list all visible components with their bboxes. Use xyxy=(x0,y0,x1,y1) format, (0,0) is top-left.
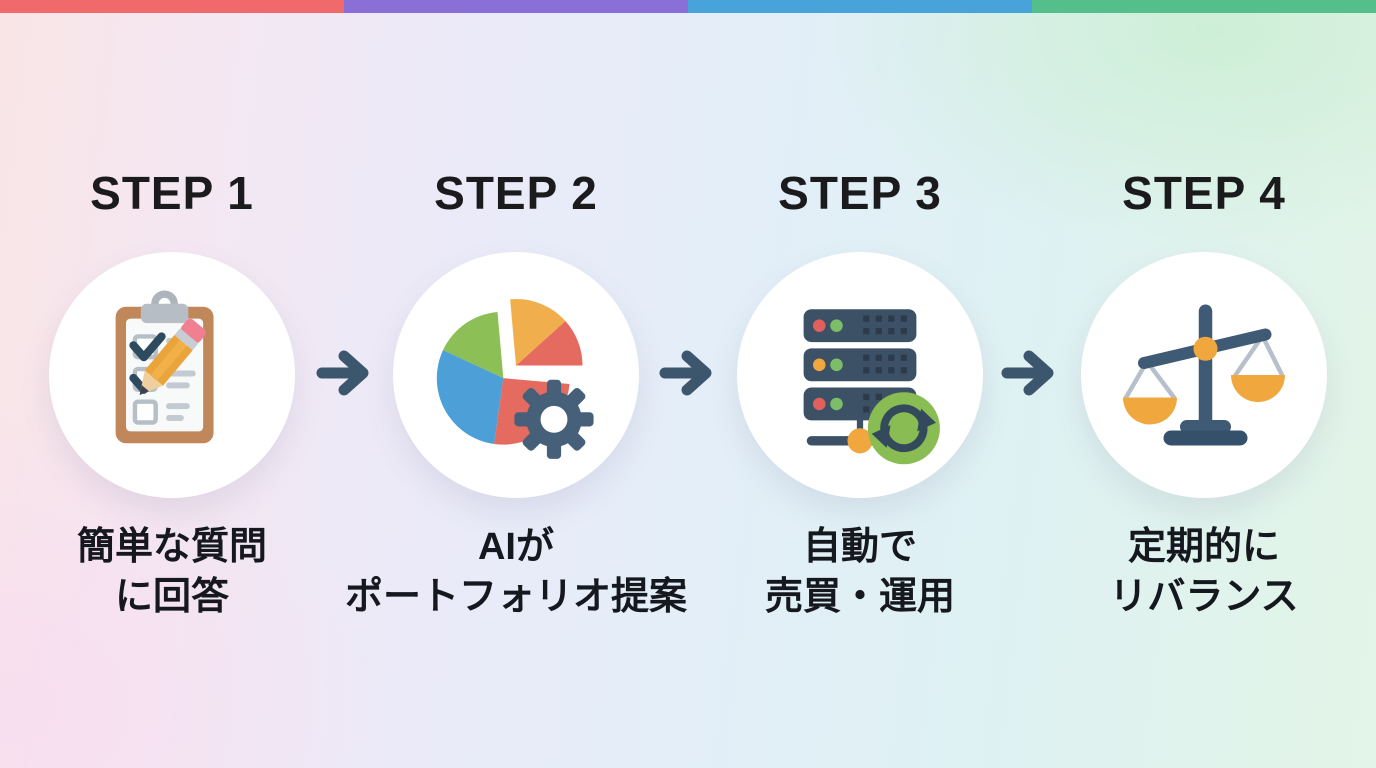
pie-chart-gear-icon xyxy=(436,299,594,459)
step-1-circle xyxy=(49,252,295,498)
server-sync-icon xyxy=(803,309,940,465)
topbar-segment-4 xyxy=(1032,0,1376,13)
arrow-right-icon xyxy=(659,350,712,396)
gear-icon xyxy=(514,379,594,459)
step-4-label-line-1: 定期的に xyxy=(1127,526,1280,568)
step-2-label-line-2: ポートフォリオ提案 xyxy=(344,576,687,619)
step-2-label: AIが ポートフォリオ提案 xyxy=(345,522,687,622)
topbar-segment-2 xyxy=(344,0,688,13)
step-4-label-line-2: リバランス xyxy=(1109,576,1299,619)
step-2-circle xyxy=(393,252,639,498)
step-1-label: 簡単な質問 に回答 xyxy=(77,522,267,622)
step-4-title: STEP 4 xyxy=(1122,167,1286,219)
arrow-right-icon xyxy=(316,350,369,396)
step-column-4: STEP 4 xyxy=(1032,13,1376,622)
step-3-label-line-2: 売買・運用 xyxy=(764,576,955,619)
step-1-label-line-1: 簡単な質問 xyxy=(76,526,267,568)
step-3-label: 自動で 売買・運用 xyxy=(765,522,955,622)
network-node-dot xyxy=(847,428,873,454)
step-3-circle xyxy=(737,252,983,498)
server-stack xyxy=(803,309,917,421)
step-1-label-line-2: に回答 xyxy=(114,576,229,619)
step-column-2: STEP 2 xyxy=(344,13,688,622)
balance-scale-icon xyxy=(1123,304,1285,446)
step-3-label-line-1: 自動で xyxy=(802,526,917,568)
steps-row: STEP 1 xyxy=(0,13,1376,622)
step-4-label: 定期的に リバランス xyxy=(1109,522,1298,622)
step-column-3: STEP 3 xyxy=(688,13,1032,622)
step-column-1: STEP 1 xyxy=(0,13,344,622)
topbar-segment-1 xyxy=(0,0,344,13)
step-3-title: STEP 3 xyxy=(778,167,942,219)
clipboard-checklist-icon xyxy=(115,290,214,444)
step-2-title: STEP 2 xyxy=(434,167,598,219)
arrow-right-icon xyxy=(1001,350,1054,396)
topbar xyxy=(0,0,1376,13)
step-2-label-line-1: AIが xyxy=(477,526,554,568)
topbar-segment-3 xyxy=(688,0,1032,13)
sync-refresh-icon xyxy=(867,392,940,465)
pencil-icon xyxy=(139,318,206,396)
step-4-circle xyxy=(1081,252,1327,498)
step-1-title: STEP 1 xyxy=(90,167,254,219)
